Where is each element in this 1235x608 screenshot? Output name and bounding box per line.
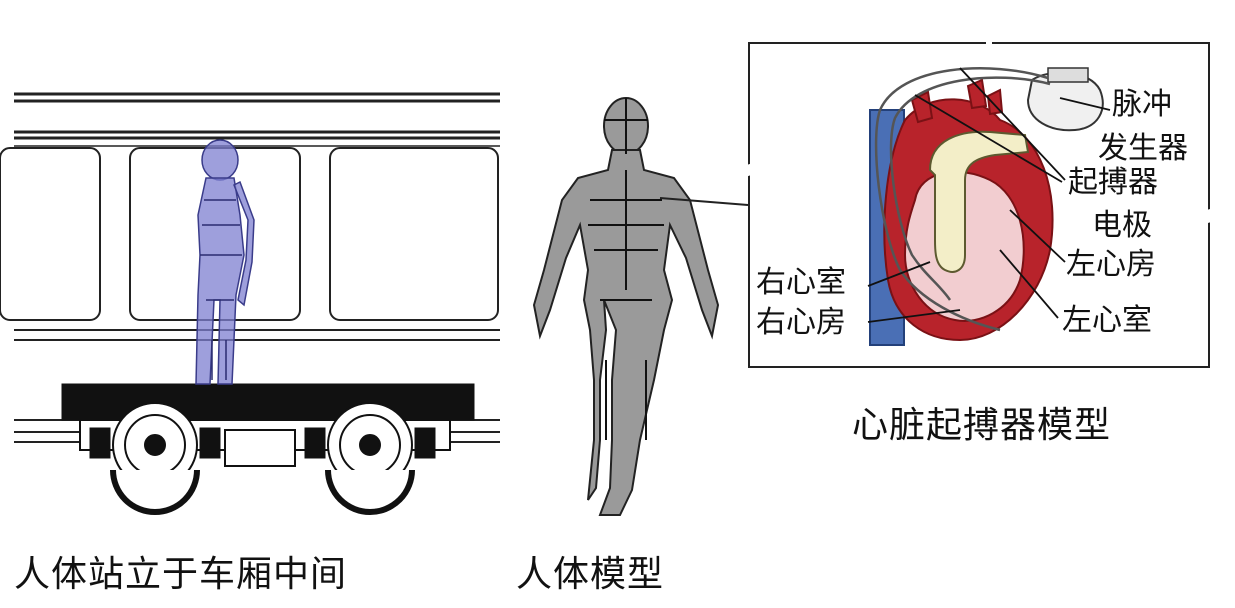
caption-train: 人体站立于车厢中间 [14,554,348,595]
caption-human-model: 人体模型 [516,554,665,595]
train-car [0,92,500,515]
label-right-ventricle: 右心室 [756,265,846,300]
label-pacing-electrode-1: 起搏器 [1068,165,1158,200]
train-wheel-right [325,402,415,515]
heart-illustration [867,67,1111,346]
train-axle-boxes [89,427,436,459]
train-roof [14,92,500,147]
human-in-train-lines [200,199,242,380]
human-model-lines [588,98,664,440]
label-left-ventricle: 左心室 [1062,303,1152,338]
label-pulse-generator-2: 发生器 [1098,131,1188,166]
label-pacing-electrode-2: 电极 [1092,208,1152,243]
label-pulse-generator-1: 脉冲 [1112,87,1172,122]
pulse-generator [1026,67,1104,132]
heart-leader-lines [867,67,1111,323]
caption-heart-model: 心脏起搏器模型 [852,405,1112,446]
human-model [532,97,720,516]
train-chassis [61,383,475,421]
train-wheel-left [110,402,200,515]
label-left-atrium: 左心房 [1066,247,1156,282]
human-in-train [195,139,255,385]
human-model-pointer [659,197,749,206]
train-center-box [224,429,296,467]
label-right-atrium: 右心房 [756,305,846,340]
aorta [928,130,1030,273]
frame-break-marks [744,38,1214,223]
